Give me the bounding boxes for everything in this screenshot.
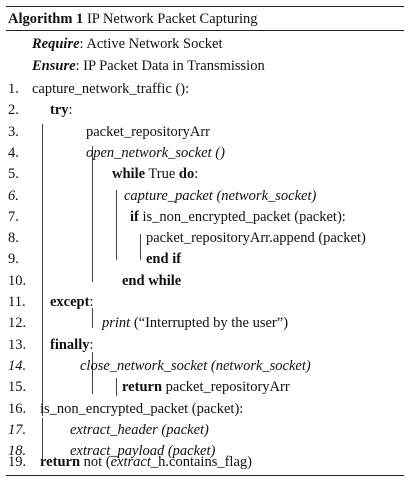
title-rule	[6, 30, 404, 31]
line-text: :	[89, 336, 94, 353]
line-number: 14.	[8, 357, 27, 374]
keyword-return: return	[40, 454, 81, 470]
algorithm-title: Algorithm 1 IP Network Packet Capturing	[8, 11, 258, 28]
line-number: 8.	[8, 230, 19, 247]
line-text: :	[68, 102, 73, 119]
algorithm-label: Algorithm 1	[8, 11, 84, 27]
line-colon: :	[194, 166, 199, 183]
line-number: 2.	[8, 102, 19, 119]
line-text: open_network_socket ()	[86, 144, 225, 161]
line-text: capture_packet (network_socket)	[124, 187, 317, 204]
line-number: 3.	[8, 123, 19, 140]
keyword-end-while: end while	[122, 272, 182, 289]
indent-bar-while	[116, 190, 117, 260]
keyword-while: while	[112, 166, 146, 183]
require-label: Require	[32, 36, 80, 52]
line-text: not (	[80, 454, 111, 470]
line-number: 13.	[8, 336, 27, 353]
indent-bar-func2	[42, 418, 43, 462]
line-text: extract_payload (packet)	[70, 443, 216, 460]
line-number: 5.	[8, 166, 19, 183]
line-text: :	[89, 294, 94, 310]
keyword-finally: finally	[50, 336, 90, 353]
bottom-rule	[6, 475, 404, 476]
line-number: 15.	[8, 379, 27, 396]
indent-bar-return	[116, 378, 117, 397]
keyword-try: try	[50, 102, 69, 119]
require-text: : Active Network Socket	[79, 36, 223, 52]
line-text: (“Interrupted by the user”)	[130, 315, 289, 332]
keyword-return: return	[122, 379, 163, 396]
line-text: extract_header (packet)	[70, 421, 209, 438]
indent-bar-func	[42, 124, 43, 416]
keyword-end-if: end if	[146, 251, 182, 268]
line-number: 7.	[8, 208, 19, 225]
line-number: 19.	[8, 454, 27, 470]
line-number: 16.	[8, 400, 27, 417]
line-number: 17.	[8, 421, 27, 438]
print-call: print	[102, 315, 131, 332]
ensure-label: Ensure	[32, 58, 76, 74]
line-text: is_non_encrypted_packet (packet):	[40, 400, 244, 417]
keyword-if: if	[130, 208, 139, 225]
indent-bar-if	[140, 234, 141, 260]
line-number: 1.	[8, 81, 19, 97]
line-text: True	[145, 166, 179, 183]
line-text: close_network_socket (network_socket)	[80, 357, 311, 374]
line-text: packet_repositoryArr	[86, 123, 211, 140]
line-text: capture_network_traffic ():	[32, 81, 190, 97]
line-number: 6.	[8, 187, 19, 204]
line-text: is_non_encrypted_packet (packet):	[138, 208, 346, 225]
line-text: packet_repositoryArr	[162, 379, 290, 396]
keyword-except: except	[50, 294, 90, 310]
indent-bar-finally	[92, 352, 93, 394]
line-tail: _h.contains_flag)	[150, 454, 252, 470]
line-number: 9.	[8, 251, 19, 268]
extract-call: extract	[110, 454, 151, 470]
algorithm-name: IP Network Packet Capturing	[86, 11, 258, 27]
indent-bar-try	[92, 146, 93, 282]
algorithm-box: Algorithm 1 IP Network Packet Capturing …	[6, 6, 404, 476]
line-number: 18.	[8, 443, 27, 460]
indent-bar-except	[92, 308, 93, 328]
top-rule	[6, 6, 404, 7]
line-number: 11.	[8, 294, 26, 310]
line-number: 12.	[8, 315, 27, 332]
ensure-text: : IP Packet Data in Transmission	[75, 58, 265, 74]
line-number: 10.	[8, 272, 27, 289]
line-number: 4.	[8, 144, 19, 161]
keyword-do: do	[178, 166, 195, 183]
line-text: packet_repositoryArr.append (packet)	[146, 230, 366, 247]
